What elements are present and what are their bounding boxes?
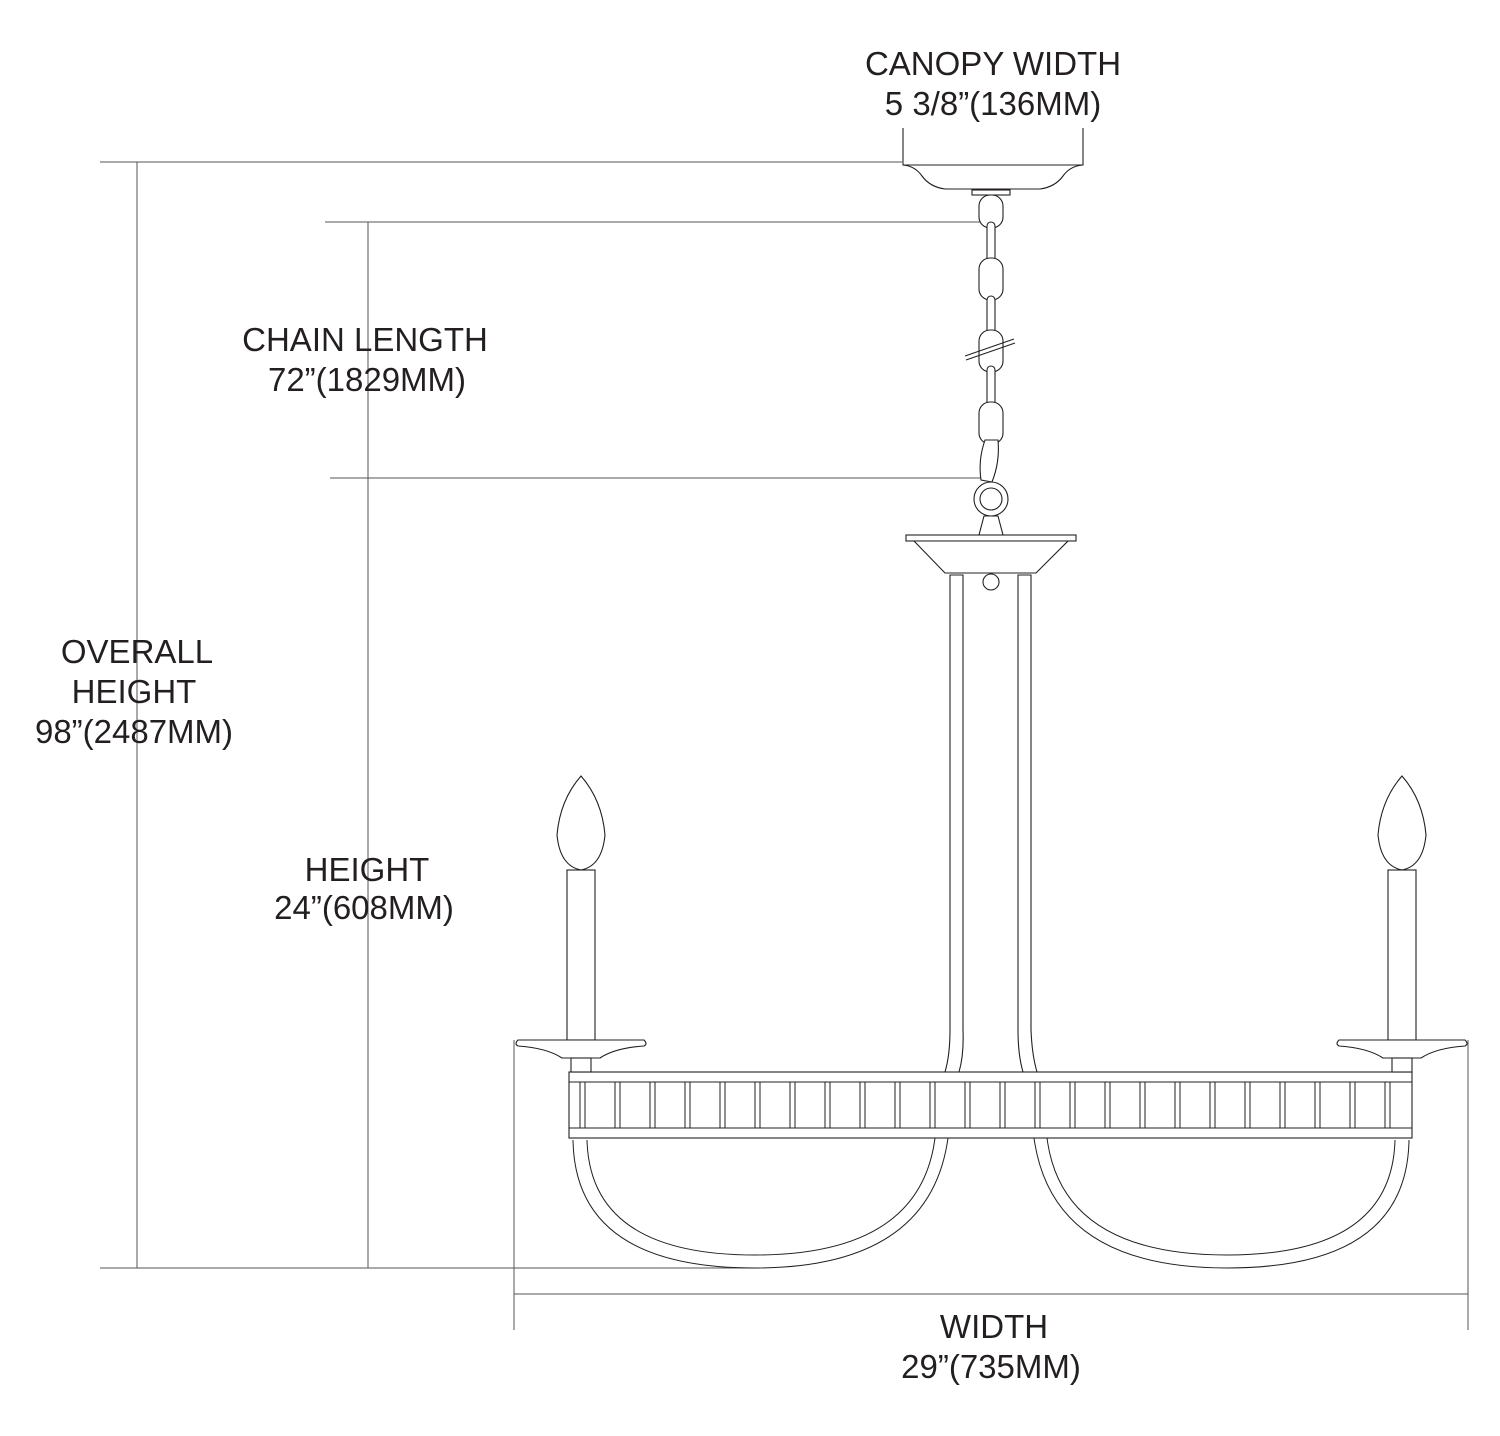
- width-label: WIDTH: [939, 1308, 1049, 1345]
- chain-length-label: CHAIN LENGTH: [242, 321, 488, 358]
- width-value: 29”(735MM): [901, 1348, 1081, 1385]
- overall-height-dimension: [100, 161, 902, 1269]
- lower-arms: [572, 1137, 1410, 1269]
- canopy-width-label: CANOPY WIDTH: [864, 45, 1122, 82]
- overall-height-value: 98”(2487MM): [34, 713, 234, 750]
- chain-length-value: 72”(1829MM): [267, 361, 467, 398]
- height-label: HEIGHT: [304, 851, 430, 888]
- canopy: [902, 128, 1084, 196]
- left-candle: [515, 775, 647, 1073]
- canopy-width-value: 5 3/8”(136MM): [884, 85, 1102, 122]
- chain: [964, 194, 1016, 536]
- center-stem: [905, 534, 1077, 1073]
- overall-height-label-line2: HEIGHT: [71, 673, 197, 710]
- right-candle: [1336, 775, 1468, 1073]
- height-value: 24”(608MM): [274, 889, 454, 926]
- ring-band: [568, 1071, 1413, 1139]
- chain-length-dimension: [325, 221, 984, 1268]
- width-dimension: [513, 1040, 1469, 1330]
- overall-height-label-line1: OVERALL: [60, 633, 214, 670]
